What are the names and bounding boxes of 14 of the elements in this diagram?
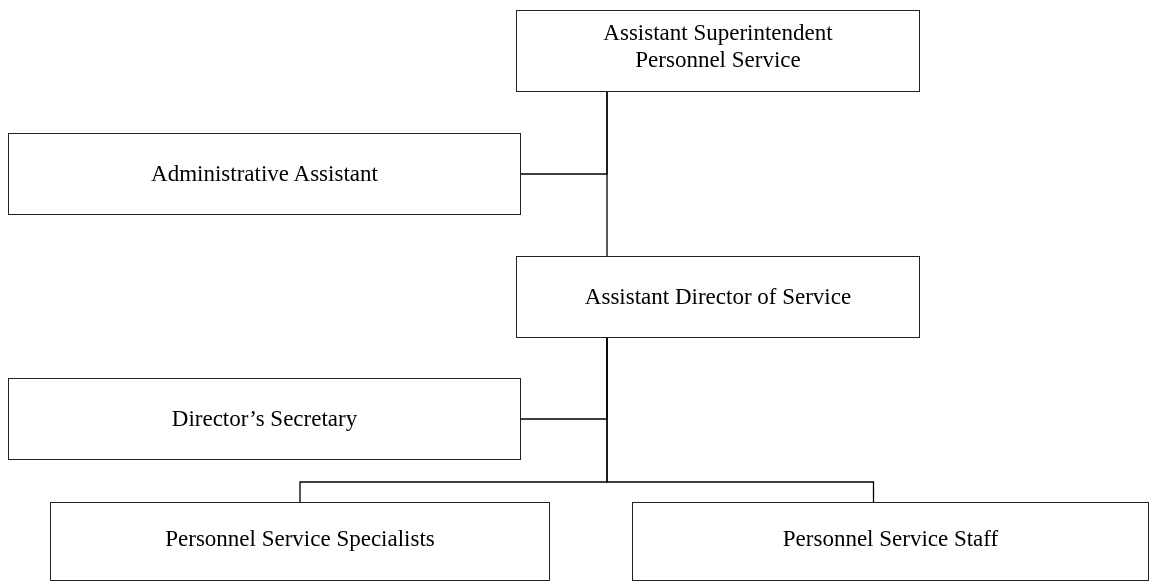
connector-line bbox=[606, 337, 875, 503]
org-box bbox=[50, 502, 550, 581]
position-title: Personnel Service Staff bbox=[781, 525, 1000, 552]
position-title: Assistant Superintendent Personnel Service bbox=[602, 19, 834, 73]
org-box bbox=[632, 502, 1149, 581]
org-box bbox=[8, 133, 521, 215]
position-title: Assistant Director of Service bbox=[583, 283, 853, 310]
org-box bbox=[516, 10, 920, 92]
org-box bbox=[516, 256, 920, 338]
org-box bbox=[8, 378, 521, 460]
position-title: Director’s Secretary bbox=[170, 405, 359, 432]
position-title: Administrative Assistant bbox=[150, 160, 379, 187]
position-title: Personnel Service Specialists bbox=[164, 525, 436, 552]
connector-line bbox=[606, 91, 608, 257]
